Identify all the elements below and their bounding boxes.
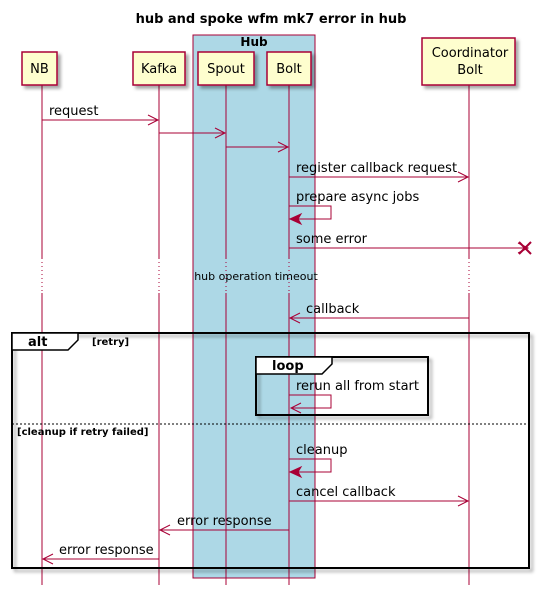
participant-coordinator: Coordinator Bolt bbox=[421, 37, 516, 86]
message-prepare-self bbox=[288, 205, 332, 226]
participant-nb-label: NB bbox=[30, 62, 49, 77]
participant-spout-label: Spout bbox=[207, 62, 245, 77]
participant-nb: NB bbox=[21, 51, 58, 86]
hub-box bbox=[192, 34, 316, 579]
participant-bolt: Bolt bbox=[266, 51, 312, 86]
message-rerun-label: rerun all from start bbox=[296, 379, 419, 394]
message-cancel bbox=[289, 495, 470, 507]
else-guard: [cleanup if retry failed] bbox=[17, 427, 148, 438]
diagram-title: hub and spoke wfm mk7 error in hub bbox=[136, 12, 407, 27]
message-error-response-2-label: error response bbox=[59, 543, 154, 558]
hub-box-label: Hub bbox=[240, 35, 268, 49]
message-error bbox=[289, 241, 532, 255]
participant-spout: Spout bbox=[197, 51, 255, 86]
message-prepare-label: prepare async jobs bbox=[296, 190, 419, 205]
alt-guard: [retry] bbox=[92, 337, 129, 348]
message-cleanup-label: cleanup bbox=[296, 443, 347, 458]
participant-bolt-label: Bolt bbox=[276, 62, 302, 77]
message-rerun-self bbox=[289, 394, 332, 414]
loop-fragment: loop bbox=[255, 356, 429, 416]
message-callback bbox=[288, 312, 469, 324]
message-error-response-1-label: error response bbox=[177, 514, 272, 529]
alt-fragment: alt [retry] [cleanup if retry failed] bbox=[11, 332, 530, 569]
message-request bbox=[42, 114, 160, 126]
message-request-label: request bbox=[49, 104, 98, 119]
message-cancel-label: cancel callback bbox=[296, 485, 396, 500]
message-register bbox=[289, 171, 470, 183]
message-register-label: register callback request bbox=[296, 161, 457, 176]
message-spout-to-bolt bbox=[226, 141, 290, 153]
participant-kafka: Kafka bbox=[132, 51, 186, 86]
delay-timeout-label: hub operation timeout bbox=[194, 270, 318, 283]
participant-coordinator-label-1: Coordinator bbox=[432, 46, 509, 61]
message-kafka-to-spout bbox=[159, 127, 227, 139]
participant-kafka-label: Kafka bbox=[141, 62, 177, 77]
alt-keyword: alt bbox=[28, 335, 47, 350]
message-error-response-2 bbox=[41, 553, 159, 565]
message-error-label: some error bbox=[296, 232, 368, 247]
messages bbox=[41, 114, 532, 565]
participant-coordinator-label-2: Bolt bbox=[457, 63, 483, 78]
message-callback-label: callback bbox=[306, 302, 360, 317]
loop-keyword: loop bbox=[272, 359, 304, 374]
message-cleanup-self bbox=[288, 458, 332, 479]
message-error-response-1 bbox=[158, 524, 289, 536]
